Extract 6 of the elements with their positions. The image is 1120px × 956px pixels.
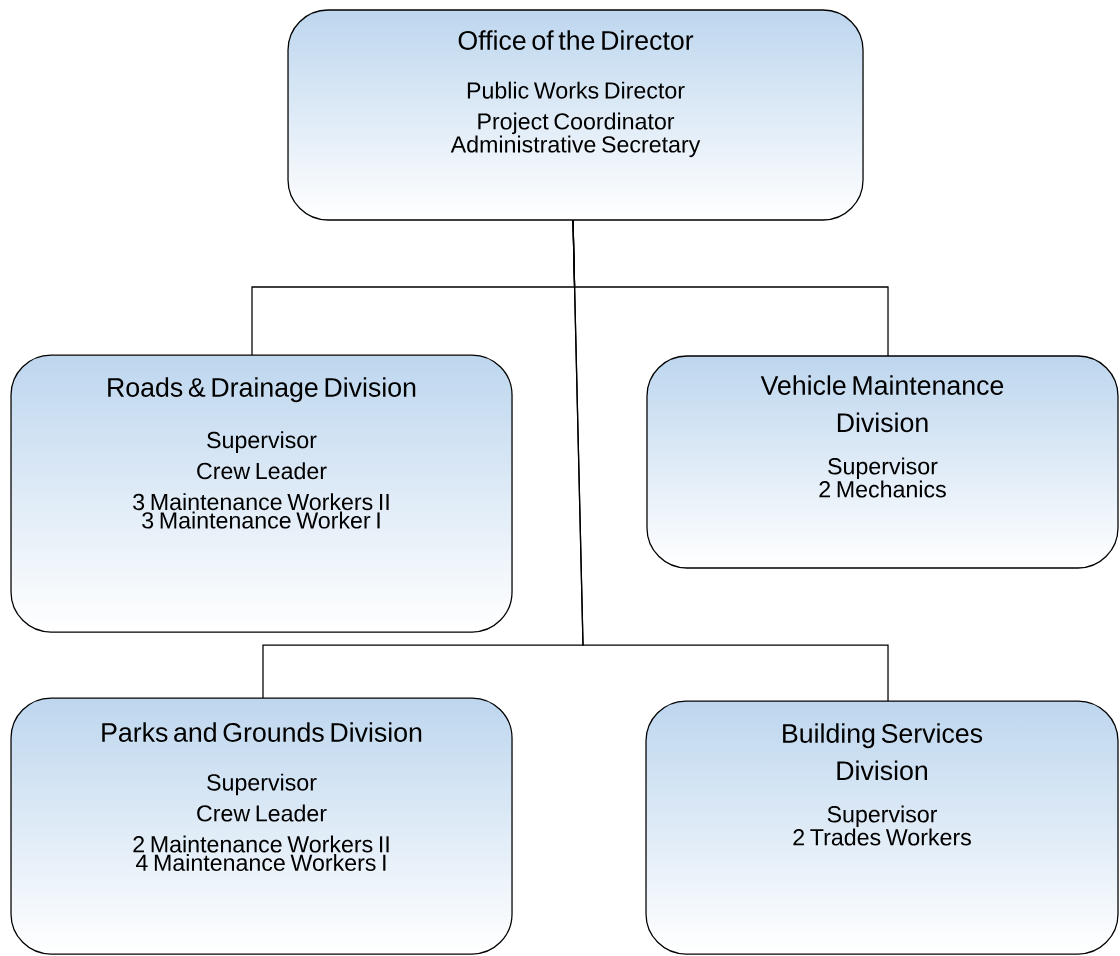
connector-line [572,219,889,702]
division-box: Vehicle Maintenance Division Supervisor 2 Mechanics [646,355,1119,569]
division-box: Roads & Drainage Division Supervisor Crew Leader 3 Maintenance Workers II 3 Maintenance Worker I [10,354,513,633]
division-box: Building Services Division Supervisor 2 Trades Workers [645,700,1119,955]
division-box: Parks and Grounds Division Supervisor Crew Leader 2 Maintenance Workers II 4 Maintenance Workers I [10,697,513,955]
division-box: Office of the Director Public Works Director Project Coordinator Administrative Secretary [287,9,864,221]
